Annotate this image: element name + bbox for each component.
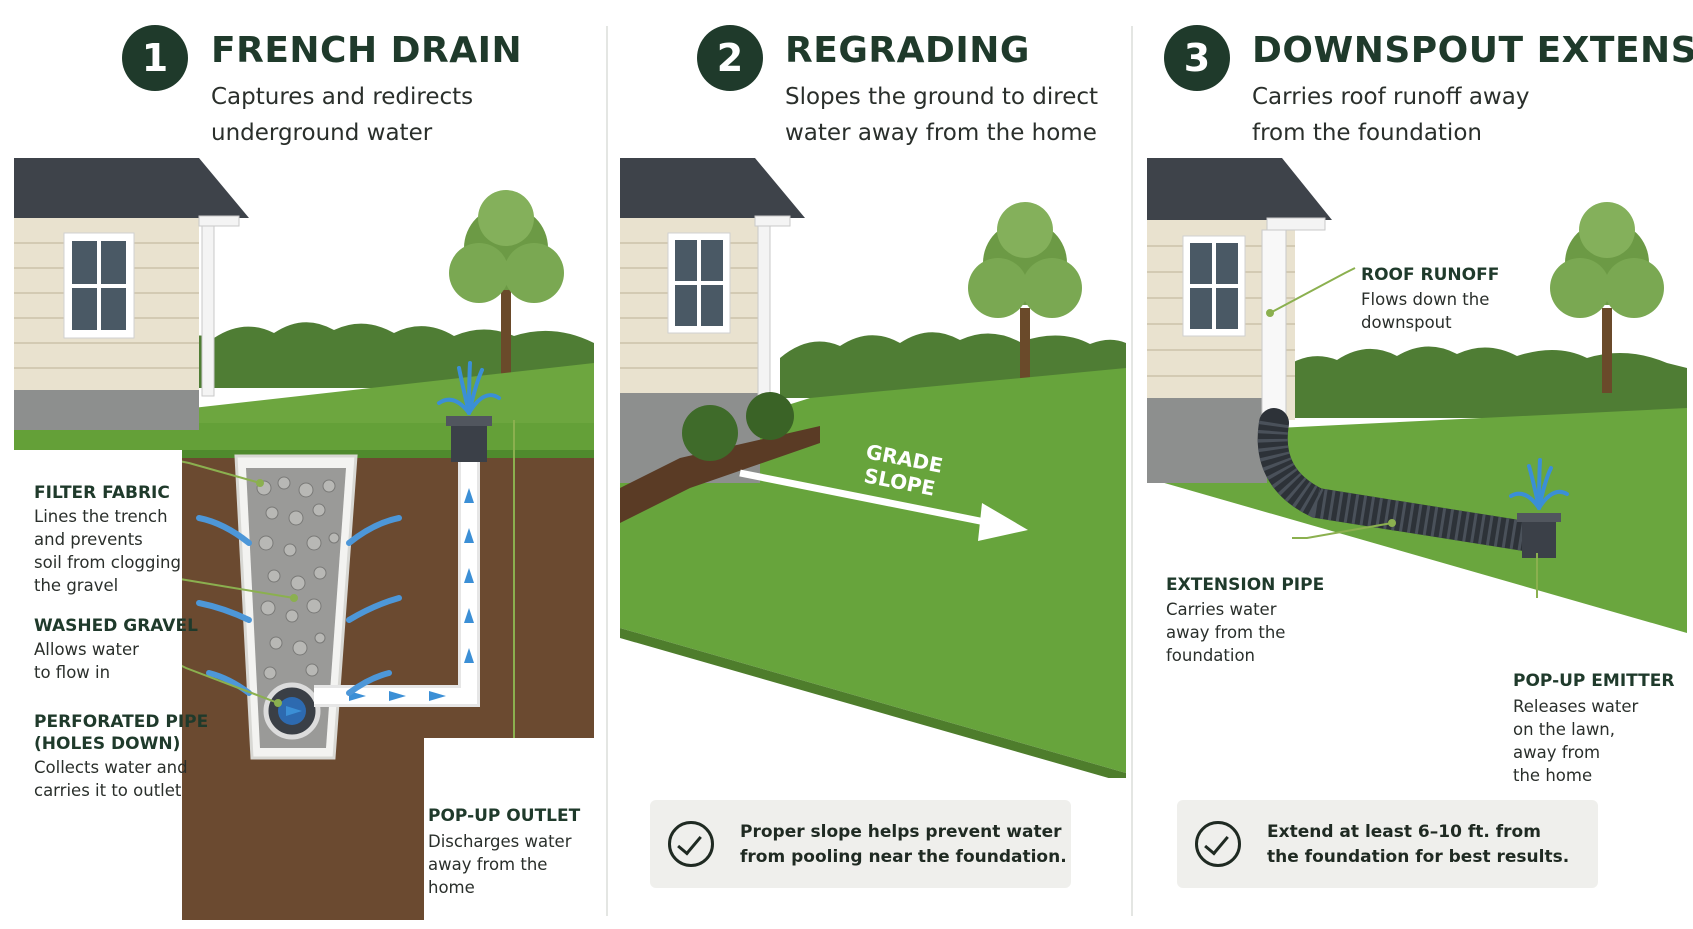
mulch-bed [620, 426, 820, 523]
tip-text: Extend at least 6–10 ft. from the founda… [1267, 822, 1570, 867]
panel-downspout-extension: 3 DOWNSPOUT EXTENSION Carries roof runof… [1133, 0, 1693, 929]
downspout [757, 225, 771, 407]
callout-perforated-pipe-body: Collects water and carries it to outlet [34, 758, 188, 800]
panel-subtitle: Carries roof runoff away from the founda… [1252, 84, 1530, 146]
panel-divider-2 [1131, 26, 1133, 916]
panel-title: REGRADING [785, 30, 1030, 71]
callout-pop-up-outlet-heading: POP-UP OUTLET [428, 806, 581, 826]
shrub [746, 392, 794, 440]
callout-pop-up-emitter-body: Releases water on the lawn, away from th… [1513, 697, 1639, 785]
shrub [682, 405, 738, 461]
gutter [198, 215, 240, 227]
panel-regrading: 2 REGRADING Slopes the ground to direct … [608, 0, 1131, 929]
step-number-badge: 2 [697, 25, 763, 91]
water-spray [437, 361, 501, 415]
house-foundation [14, 390, 199, 430]
house-roof [1147, 158, 1332, 220]
tip-box-regrading: Proper slope helps prevent water from po… [650, 800, 1071, 888]
callout-washed-gravel-heading: WASHED GRAVEL [34, 616, 198, 636]
grade-slope-arrow [739, 469, 1028, 541]
tree-trunk [1020, 308, 1030, 388]
callout-filter-fabric-body: Lines the trench and prevents soil from … [34, 507, 181, 595]
check-circle-icon [1195, 821, 1241, 867]
tip-text: Proper slope helps prevent water from po… [740, 822, 1067, 867]
gutter [1266, 217, 1326, 231]
callout-perforated-pipe-heading: PERFORATED PIPE (HOLES DOWN) [34, 712, 209, 754]
tree-line [164, 322, 594, 388]
house-foundation [1147, 398, 1267, 483]
pop-up-emitter [1522, 518, 1556, 558]
extension-pipe [1257, 408, 1552, 553]
check-circle-icon [668, 821, 714, 867]
callout-washed-gravel-body: Allows water to flow in [34, 640, 139, 682]
infiltration-arrows [196, 515, 402, 696]
tree-trunk [501, 288, 511, 378]
callout-leader-lines [163, 420, 515, 743]
panel-subtitle: Slopes the ground to direct water away f… [785, 84, 1099, 146]
regrading-illustration: GRADE SLOPE [620, 158, 1126, 778]
water-spray [1509, 458, 1569, 510]
gutter [754, 215, 791, 227]
panel-french-drain: 1 FRENCH DRAIN Captures and redirects un… [0, 0, 606, 929]
downspout-extension-illustration [1147, 158, 1687, 920]
downspout [1261, 229, 1287, 431]
tree-line [1277, 346, 1687, 418]
callout-extension-pipe-body: Carries water away from the foundation [1166, 600, 1286, 665]
panel-divider-1 [606, 26, 608, 916]
callout-filter-fabric-heading: FILTER FABRIC [34, 483, 170, 503]
pop-up-outlet [451, 422, 487, 462]
downspout [201, 225, 215, 397]
french-drain-illustration [14, 158, 594, 920]
step-number-badge: 3 [1164, 25, 1230, 91]
water-flow-arrows [286, 488, 474, 716]
house-roof [14, 158, 249, 218]
tip-box-downspout: Extend at least 6–10 ft. from the founda… [1177, 800, 1598, 888]
callout-pop-up-emitter-heading: POP-UP EMITTER [1513, 671, 1675, 691]
house-roof [620, 158, 805, 218]
callout-roof-runoff-body: Flows down the downspout [1361, 290, 1490, 332]
callout-leader-lines [1266, 267, 1538, 598]
panel-title: DOWNSPOUT EXTENSION [1252, 30, 1693, 71]
callout-pop-up-outlet-body: Discharges water away from the home [428, 832, 572, 897]
panel-subtitle: Captures and redirects underground water [211, 84, 474, 146]
callout-roof-runoff-heading: ROOF RUNOFF [1361, 265, 1500, 285]
panel-title: FRENCH DRAIN [211, 30, 523, 71]
tree-trunk [1602, 308, 1612, 393]
step-number-badge: 1 [122, 25, 188, 91]
callout-extension-pipe-heading: EXTENSION PIPE [1166, 575, 1325, 595]
